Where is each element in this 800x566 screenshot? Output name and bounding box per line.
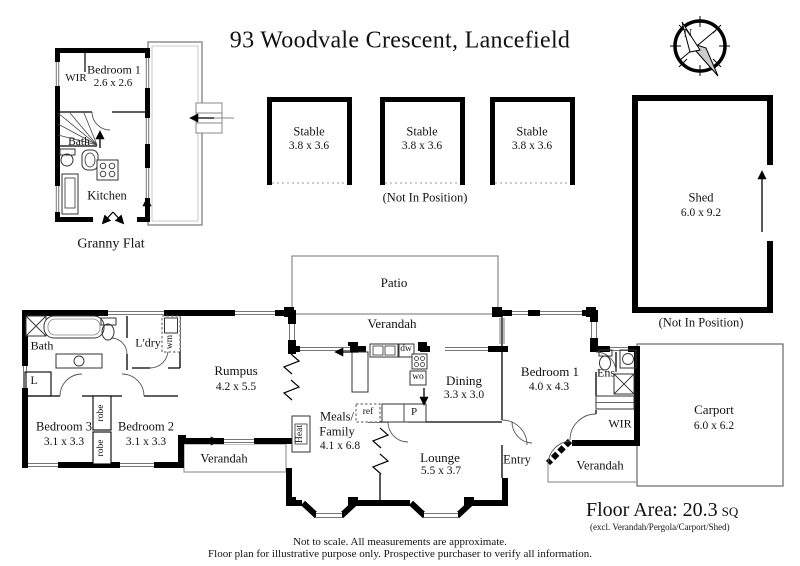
room-dims-meals-family: 4.1 x 6.8 [319, 439, 361, 452]
room-label-shed: Shed [688, 190, 714, 205]
disclaimer-line-2: Floor plan for illustrative purpose only… [208, 548, 592, 561]
room-label-bedroom1: Bedroom 1 [520, 364, 580, 380]
room-label-linen: L [30, 374, 38, 387]
room-label-meals: Meals/ [319, 409, 355, 424]
room-dims-lounge: 5.5 x 3.7 [420, 464, 462, 477]
room-dims-stable-2: 3.8 x 3.6 [401, 139, 443, 152]
area-label-patio: Patio [380, 275, 408, 291]
area-label-verandah-se: Verandah [576, 458, 624, 473]
room-label-ens: Ens [597, 365, 615, 380]
fixture-label-dw: dw [400, 344, 412, 355]
room-label-stable-2: Stable [406, 124, 438, 139]
area-label-verandah-top: Verandah [367, 316, 417, 332]
fixture-label-wo: wo [412, 372, 424, 383]
room-label-bedroom2: Bedroom 2 [118, 419, 174, 434]
room-dims-dining: 3.3 x 3.0 [443, 388, 485, 401]
area-label-verandah-sw: Verandah [200, 451, 248, 466]
fixture-label-heat: Heat [295, 425, 306, 443]
room-dims-rumpus: 4.2 x 5.5 [215, 380, 257, 393]
fixture-label-robe-1: robe [96, 404, 107, 422]
fixture-label-ref: ref [362, 407, 374, 418]
granny-flat-plan [55, 41, 234, 226]
stables-note: (Not In Position) [382, 190, 468, 205]
granny-flat-caption: Granny Flat [77, 236, 145, 252]
room-dims-stable-1: 3.8 x 3.6 [288, 139, 330, 152]
room-label-rumpus: Rumpus [214, 363, 258, 379]
room-label-bath: Bath [30, 338, 54, 353]
compass-icon [670, 16, 730, 77]
room-dims-bedroom2: 3.1 x 3.3 [125, 435, 167, 448]
room-label-family: Family [319, 424, 355, 439]
carport-outline [636, 343, 784, 487]
room-label-entry: Entry [503, 452, 531, 467]
area-dims-carport: 6.0 x 6.2 [693, 419, 735, 432]
page-title: 93 Woodvale Crescent, Lancefield [229, 27, 571, 54]
room-label-lounge: Lounge [420, 450, 460, 466]
fixture-label-robe-2: robe [96, 439, 107, 457]
patio-outline [291, 255, 499, 315]
fixture-label-wm: wm [165, 334, 176, 350]
room-label-bedroom3: Bedroom 3 [36, 419, 92, 434]
room-label-stable-1: Stable [293, 124, 325, 139]
shed-plan [632, 95, 773, 313]
room-dims-bedroom3: 3.1 x 3.3 [43, 435, 85, 448]
area-label-carport: Carport [694, 402, 734, 418]
main-house-plan [22, 255, 784, 519]
compass-north-label: N [683, 25, 693, 40]
floor-area-unit: SQ [721, 504, 739, 519]
floor-area-exclusions: (excl. Verandah/Pergola/Carport/Shed) [590, 522, 730, 532]
room-dims-granny-bedroom: 2.6 x 2.6 [93, 77, 133, 90]
floor-area-value: Floor Area: 20.3 [586, 499, 718, 521]
room-dims-shed: 6.0 x 9.2 [680, 206, 722, 219]
fixture-label-pantry: P [410, 406, 418, 419]
disclaimer-line-1: Not to scale. All measurements are appro… [293, 536, 507, 549]
room-dims-stable-3: 3.8 x 3.6 [511, 139, 553, 152]
room-label-granny-bath: Bath [68, 135, 90, 148]
room-label-stable-3: Stable [516, 124, 548, 139]
floor-area: Floor Area: 20.3 SQ [586, 499, 738, 522]
room-label-wir: WIR [608, 416, 632, 431]
room-label-granny-bedroom: Bedroom 1 [87, 62, 141, 77]
room-label-dining: Dining [445, 373, 483, 389]
room-label-granny-wir: WIR [65, 72, 87, 85]
room-label-laundry: L'dry [135, 335, 161, 350]
verandah-se-outline [547, 463, 637, 483]
stables-plan [267, 97, 575, 185]
room-label-granny-kitchen: Kitchen [87, 188, 127, 203]
shed-note: (Not In Position) [658, 315, 744, 330]
room-dims-bedroom1: 4.0 x 4.3 [528, 380, 570, 393]
